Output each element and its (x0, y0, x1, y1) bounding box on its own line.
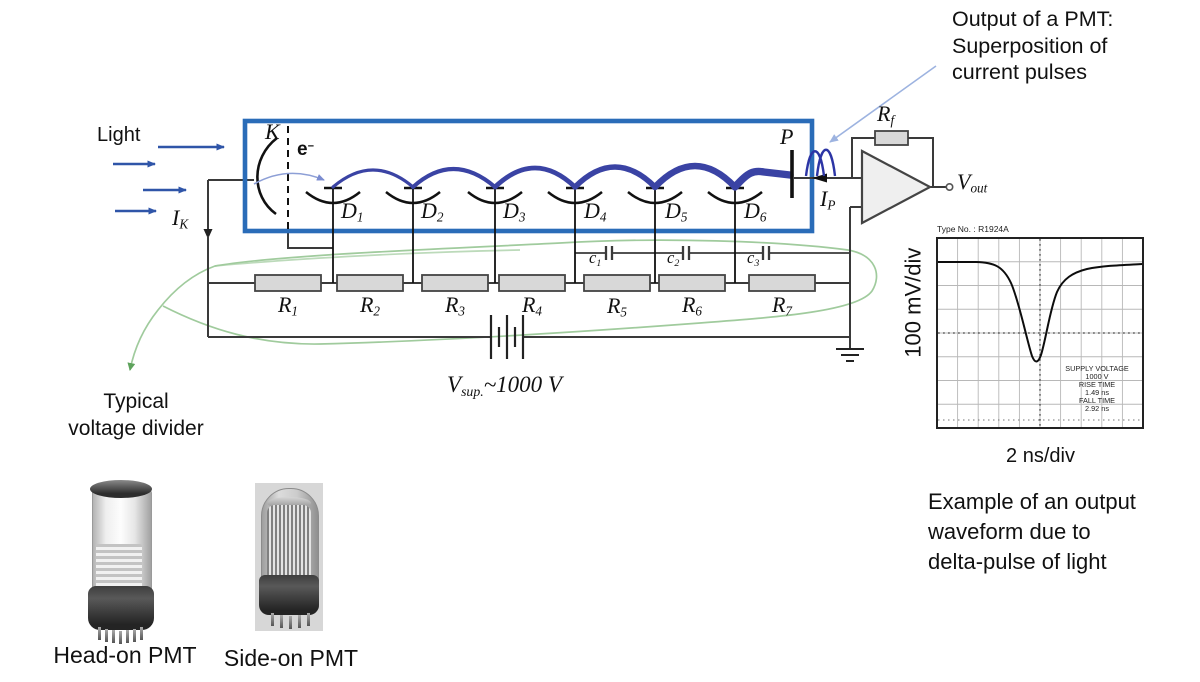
battery-symbol (489, 315, 525, 359)
current-pulses (804, 148, 837, 177)
capacitor-label-2: c2 (667, 248, 680, 269)
scope-x-axis-label: 2 ns/div (1006, 445, 1075, 467)
opamp-triangle (860, 149, 933, 225)
resistor-label-4: R4 (521, 292, 543, 319)
resistor-label-6: R6 (681, 292, 703, 319)
scope-readout: SUPPLY VOLTAGE 1000 V RISE TIME 1.49 ns … (1065, 364, 1129, 413)
vout-label: Vout (957, 169, 988, 196)
resistor-label-2: R2 (359, 292, 381, 319)
head-on-pmt-label: Head-on PMT (53, 642, 197, 668)
cathode-current-label: IK (172, 205, 189, 232)
electron-beam (331, 162, 794, 191)
resistor-label-3: R3 (444, 292, 466, 319)
oscilloscope (936, 237, 1144, 429)
scope-type-no: Type No. : R1924A (937, 224, 1009, 234)
dynodes (305, 186, 763, 283)
capacitor-row (575, 246, 850, 260)
head-on-pmt-photo (88, 474, 154, 644)
resistor-label-7: R7 (771, 292, 793, 319)
anode-current-label: IP (820, 186, 836, 213)
dynode-label-5: D5 (665, 198, 688, 225)
example-waveform-annotation: Example of an output waveform due to del… (928, 489, 1136, 574)
side-on-pmt-label: Side-on PMT (223, 645, 359, 671)
supply-voltage-label: Vsup.~1000 V (447, 372, 562, 399)
resistor-label-1: R1 (277, 292, 299, 319)
resistor-label-5: R5 (606, 293, 628, 320)
typical-divider-annotation: Typical voltage divider (68, 390, 204, 440)
cathode-arc (256, 126, 289, 231)
light-arrows (113, 143, 225, 215)
resistor-row (254, 274, 816, 292)
cathode-label: K (265, 119, 280, 144)
pulse-pointer-arrow (829, 65, 937, 143)
scope-y-axis-label: 100 mV/div (900, 247, 926, 358)
dynode-label-4: D4 (584, 198, 607, 225)
dynode-label-3: D3 (503, 198, 526, 225)
dynode-label-2: D2 (421, 198, 444, 225)
feedback-resistor-label: Rf (877, 101, 895, 128)
anode-label: P (780, 124, 794, 149)
capacitor-label-3: c3 (747, 248, 760, 269)
light-label: Light (97, 124, 141, 146)
side-on-pmt-photo (255, 483, 323, 633)
waveform-trace (938, 261, 1143, 363)
capacitor-label-1: c1 (589, 248, 602, 269)
photoelectron-arrow (253, 172, 325, 185)
pmt-envelope-box (242, 118, 815, 234)
electron-label: e− (297, 139, 315, 160)
green-annotation-loop (127, 239, 878, 371)
output-pmt-annotation: Output of a PMT: Superposition of curren… (952, 7, 1114, 84)
dynode-label-6: D6 (744, 198, 767, 225)
dynode-label-1: D1 (341, 198, 364, 225)
ground-icon (836, 348, 864, 362)
